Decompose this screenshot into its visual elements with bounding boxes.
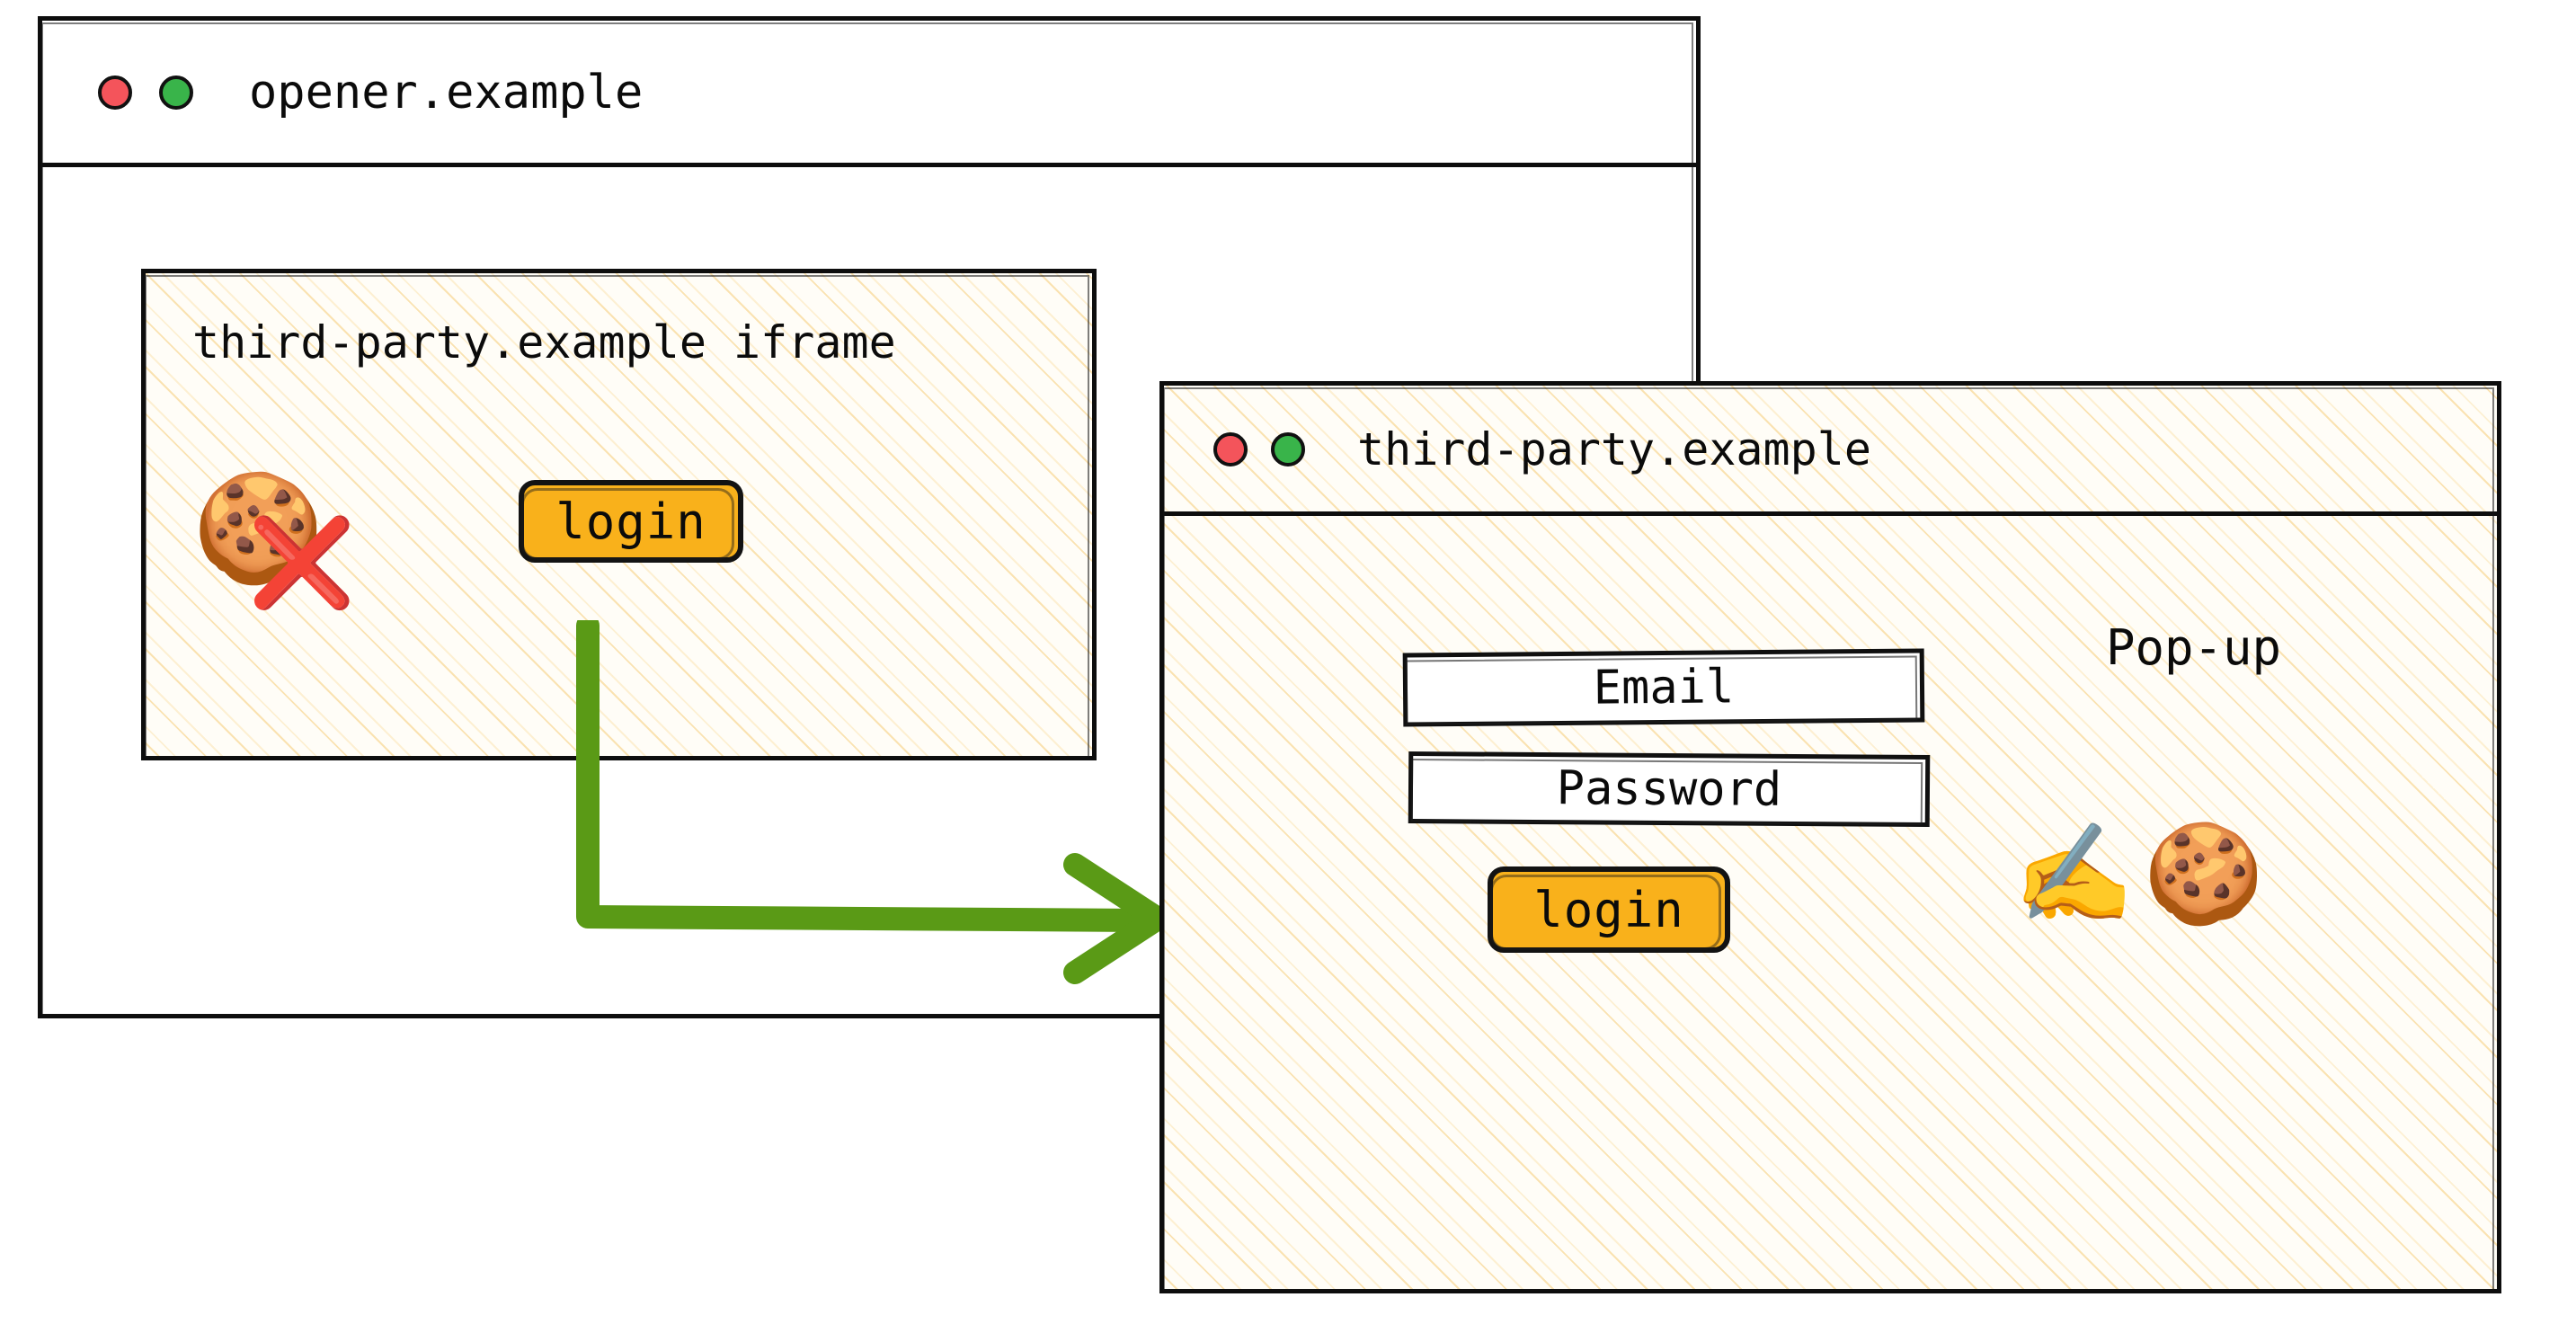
popup-login-button[interactable]: login	[1488, 866, 1730, 953]
opener-window-title: opener.example	[249, 66, 644, 120]
email-input[interactable]: Email	[1402, 648, 1925, 727]
blocked-cookie-group: 🍪 ❌	[192, 475, 363, 609]
cross-mark-icon: ❌	[248, 512, 356, 613]
popup-window-title: third-party.example	[1357, 423, 1871, 475]
popup-browser-window: third-party.example Email Password login…	[1159, 381, 2501, 1293]
iframe-label: third-party.example iframe	[192, 316, 896, 369]
writing-hand-icon: ✍️	[2013, 818, 2135, 930]
cookie-icon: 🍪	[2143, 818, 2264, 930]
opener-titlebar-divider	[42, 163, 1696, 167]
opener-close-dot[interactable]	[98, 76, 132, 110]
opener-minimize-dot[interactable]	[159, 76, 193, 110]
popup-minimize-dot[interactable]	[1271, 432, 1305, 467]
popup-content-area: Email Password login Pop-up ✍️ 🍪	[1164, 516, 2497, 1289]
password-input[interactable]: Password	[1408, 751, 1931, 828]
popup-titlebar: third-party.example	[1164, 386, 2497, 513]
popup-titlebar-divider	[1164, 511, 2497, 516]
opener-titlebar: opener.example	[42, 21, 1696, 164]
popup-close-dot[interactable]	[1213, 432, 1248, 467]
iframe-login-button[interactable]: login	[519, 480, 743, 563]
cookie-icon: 🍪	[192, 466, 324, 590]
third-party-iframe: third-party.example iframe 🍪 ❌ login	[141, 269, 1097, 760]
popup-annotation-label: Pop-up	[2106, 619, 2282, 676]
cookie-write-group: ✍️ 🍪	[2013, 826, 2264, 923]
